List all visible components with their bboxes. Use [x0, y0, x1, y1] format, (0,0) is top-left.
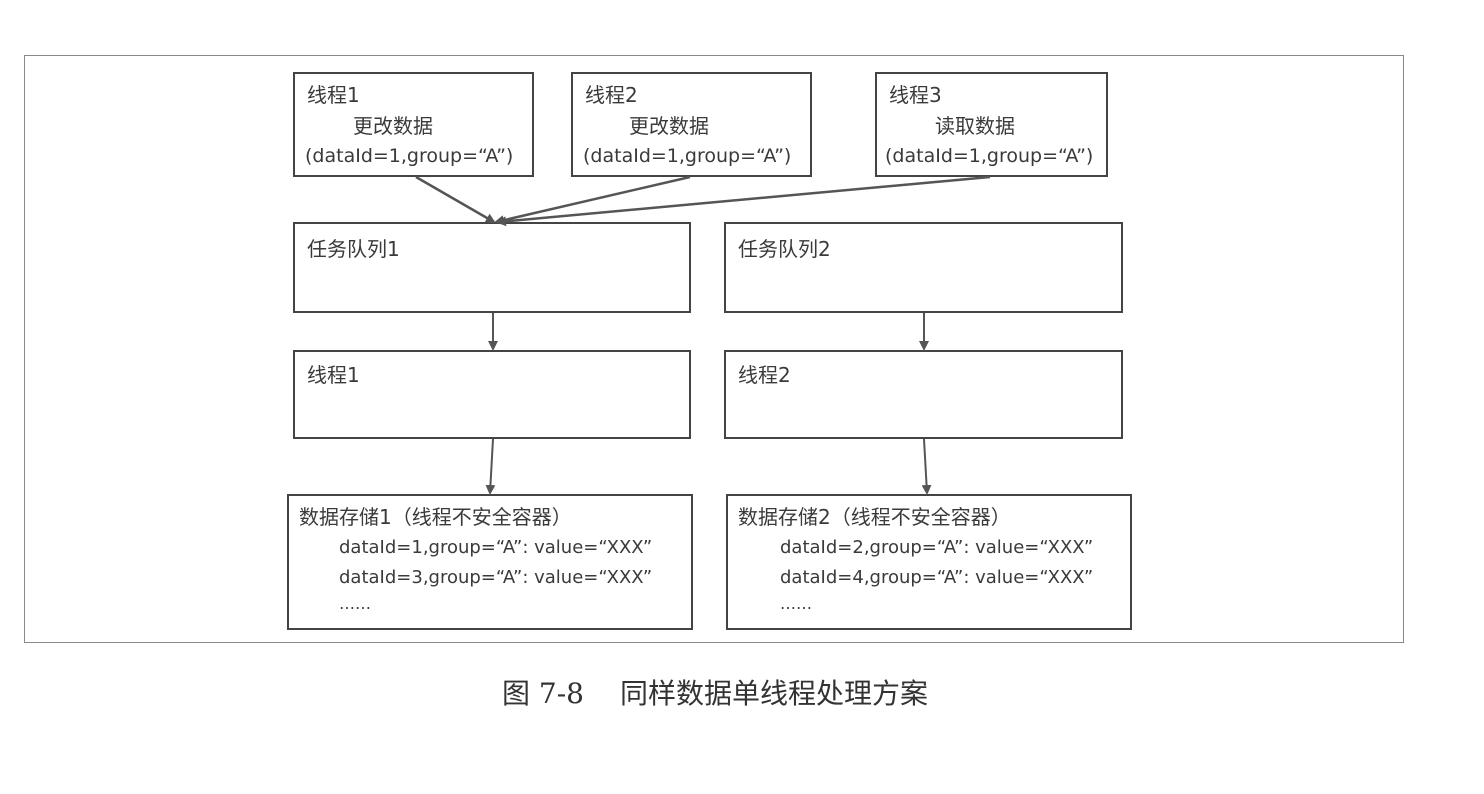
data-store-2-more: ……: [780, 594, 812, 613]
data-store-2-row-1: dataId=2,group=“A”: value=“XXX”: [780, 537, 1094, 558]
thread-1-box: 线程1 更改数据 (dataId=1,group=“A”): [293, 72, 534, 177]
thread-1-title: 线程1: [307, 83, 360, 107]
task-queue-2-box: 任务队列2: [724, 222, 1123, 313]
data-store-2-box: 数据存储2（线程不安全容器） dataId=2,group=“A”: value…: [726, 494, 1132, 630]
data-store-1-more: ……: [339, 594, 371, 613]
figure-number: 图 7-8: [501, 677, 584, 710]
arrow-thread2-to-queue1: [494, 175, 691, 226]
worker-thread-1-box: 线程1: [293, 350, 691, 439]
arrow-thread1-to-queue1: [415, 175, 496, 224]
arrow-thread3-to-queue1: [496, 175, 991, 227]
data-store-2-title: 数据存储2（线程不安全容器）: [738, 505, 1011, 529]
data-store-1-row-1: dataId=1,group=“A”: value=“XXX”: [339, 537, 653, 558]
task-queue-1-box: 任务队列1: [293, 222, 691, 313]
thread-2-box: 线程2 更改数据 (dataId=1,group=“A”): [571, 72, 812, 177]
data-store-1-box: 数据存储1（线程不安全容器） dataId=1,group=“A”: value…: [287, 494, 693, 630]
data-store-2-row-2: dataId=4,group=“A”: value=“XXX”: [780, 567, 1094, 588]
thread-3-action: 读取数据: [935, 114, 1015, 138]
thread-3-box: 线程3 读取数据 (dataId=1,group=“A”): [875, 72, 1108, 177]
worker-thread-2-box: 线程2: [724, 350, 1123, 439]
thread-2-title: 线程2: [585, 83, 638, 107]
figure-caption: 图 7-8 同样数据单线程处理方案: [0, 672, 1430, 712]
thread-2-action: 更改数据: [629, 114, 709, 138]
arrow-worker1-to-store1: [485, 438, 496, 495]
data-store-1-row-2: dataId=3,group=“A”: value=“XXX”: [339, 567, 653, 588]
arrow-worker2-to-store2: [921, 438, 932, 495]
thread-3-title: 线程3: [889, 83, 942, 107]
thread-2-params: (dataId=1,group=“A”): [583, 145, 792, 167]
diagram-frame: [24, 55, 1404, 643]
worker-thread-1-label: 线程1: [307, 363, 360, 387]
task-queue-1-label: 任务队列1: [307, 237, 400, 261]
worker-thread-2-label: 线程2: [738, 363, 791, 387]
thread-1-params: (dataId=1,group=“A”): [305, 145, 514, 167]
figure-title: 同样数据单线程处理方案: [619, 677, 928, 710]
data-store-1-title: 数据存储1（线程不安全容器）: [299, 505, 572, 529]
task-queue-2-label: 任务队列2: [738, 237, 831, 261]
thread-1-action: 更改数据: [353, 114, 433, 138]
thread-3-params: (dataId=1,group=“A”): [885, 145, 1094, 167]
